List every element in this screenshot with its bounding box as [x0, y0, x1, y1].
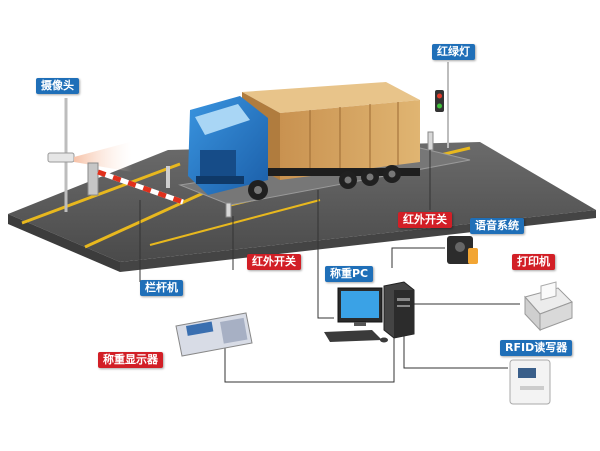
- lane-line: [149, 199, 321, 246]
- truck-grille: [200, 150, 236, 176]
- lane-line: [21, 162, 181, 225]
- truck-bumper: [196, 176, 244, 184]
- label-voice-system: 语音系统: [470, 218, 524, 234]
- label-ir-switch-right: 红外开关: [398, 212, 452, 228]
- camera-light-beam: [74, 142, 132, 172]
- light-post: [166, 166, 170, 188]
- label-rfid-reader: RFID读写器: [500, 340, 573, 356]
- truck-cargo-side: [280, 100, 420, 180]
- label-printer: 打印机: [512, 254, 555, 270]
- truck-windshield: [195, 104, 250, 135]
- mouse: [380, 337, 388, 343]
- traffic-light-icon: [435, 90, 444, 112]
- keyboard: [324, 330, 382, 342]
- cable-rfid: [403, 332, 508, 369]
- monitor-screen: [341, 291, 379, 318]
- cable-voice: [391, 247, 445, 268]
- label-barrier: 栏杆机: [140, 280, 183, 296]
- barrier-arm: [97, 169, 184, 205]
- label-traffic-light: 红绿灯: [432, 44, 475, 60]
- label-pc: 称重PC: [325, 266, 374, 282]
- rfid-reader-icon: [509, 359, 551, 405]
- ir-sensor: [225, 202, 232, 218]
- barrier-base: [87, 162, 99, 196]
- label-weighing-display: 称重显示器: [98, 352, 163, 368]
- cable-pc: [317, 190, 334, 319]
- lane-line: [84, 188, 211, 249]
- cable-printer: [411, 298, 520, 305]
- cable-display: [224, 338, 395, 383]
- road-edge: [8, 214, 120, 272]
- camera-icon: [47, 152, 75, 163]
- label-camera: 摄像头: [36, 78, 79, 94]
- truck-cargo-top: [242, 82, 420, 113]
- label-ir-switch-center: 红外开关: [247, 254, 301, 270]
